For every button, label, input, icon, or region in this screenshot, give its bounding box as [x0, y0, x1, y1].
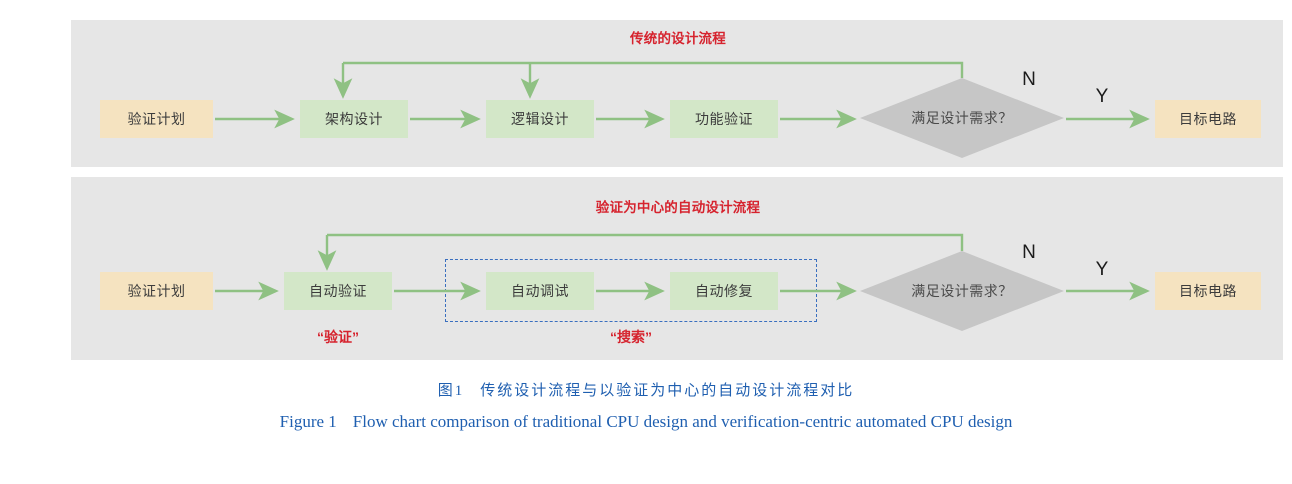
- node-traditional-architecture: 架构设计: [300, 100, 408, 138]
- branch-label-traditional-no: N: [1022, 69, 1036, 90]
- caption-chinese-text: 传统设计流程与以验证为中心的自动设计流程对比: [480, 383, 855, 399]
- caption-english: Figure 1 Flow chart comparison of traditi…: [0, 412, 1292, 432]
- node-automated-auto-repair: 自动修复: [670, 272, 778, 310]
- node-automated-auto-debug: 自动调试: [486, 272, 594, 310]
- node-traditional-target: 目标电路: [1155, 100, 1261, 138]
- annotation-search: “搜索”: [610, 329, 652, 345]
- caption-chinese-label: 图1: [437, 383, 465, 399]
- node-automated-plan: 验证计划: [100, 272, 213, 310]
- panel-automated-title: 验证为中心的自动设计流程: [595, 200, 761, 215]
- decision-label: 满足设计需求？: [911, 110, 1013, 126]
- panel-automated-flow: [71, 177, 1283, 360]
- panel-traditional-title: 传统的设计流程: [630, 31, 726, 46]
- decision-label: 满足设计需求？: [911, 283, 1013, 299]
- node-automated-target: 目标电路: [1155, 272, 1261, 310]
- node-traditional-plan: 验证计划: [100, 100, 213, 138]
- branch-label-automated-no: N: [1022, 242, 1036, 263]
- node-traditional-decision: 满足设计需求？: [860, 78, 1064, 158]
- caption-chinese: 图1 传统设计流程与以验证为中心的自动设计流程对比: [0, 379, 1292, 400]
- branch-label-traditional-yes: Y: [1095, 86, 1109, 107]
- node-traditional-logic: 逻辑设计: [486, 100, 594, 138]
- caption-english-text: Flow chart comparison of traditional CPU…: [352, 412, 1013, 431]
- node-automated-decision: 满足设计需求？: [860, 251, 1064, 331]
- branch-label-automated-yes: Y: [1095, 259, 1109, 280]
- panel-traditional-flow: [71, 20, 1283, 167]
- node-automated-auto-verify: 自动验证: [284, 272, 392, 310]
- node-traditional-functional-verification: 功能验证: [670, 100, 778, 138]
- annotation-verify: “验证”: [317, 329, 359, 345]
- caption-english-label: Figure 1: [279, 412, 337, 431]
